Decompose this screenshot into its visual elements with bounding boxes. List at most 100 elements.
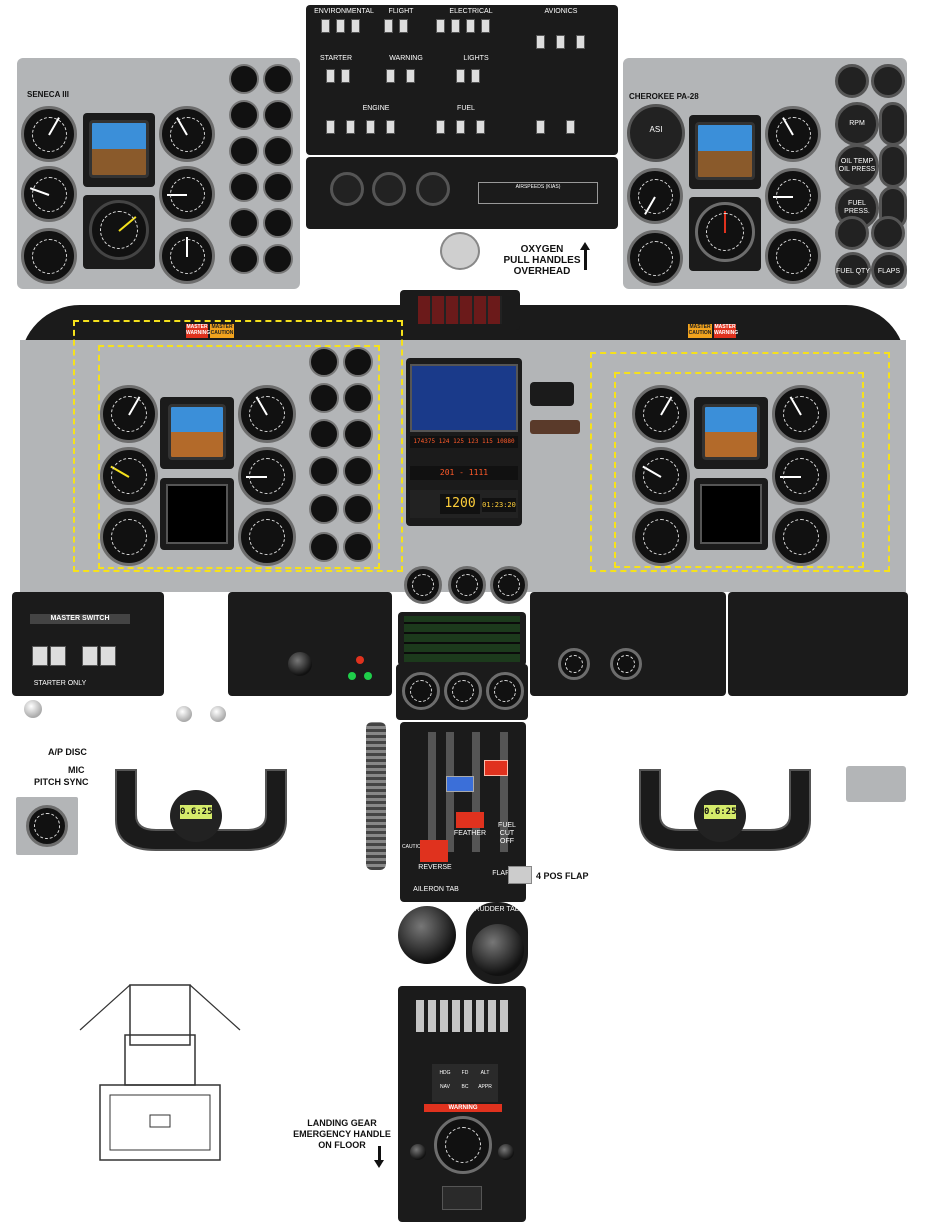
master-warning-light-right[interactable]: MASTER WARNING (714, 324, 739, 338)
left-highlight-outer (73, 320, 403, 572)
rudder-trim-knob[interactable] (472, 924, 524, 976)
overhead-switch[interactable] (576, 35, 585, 49)
overhead-switch[interactable] (556, 35, 565, 49)
overhead-switch[interactable] (456, 69, 465, 83)
overhead-gauge (416, 172, 450, 206)
ap-nav[interactable]: NAV (440, 1084, 450, 1090)
overhead-switch[interactable] (399, 19, 408, 33)
overhead-switch[interactable] (451, 19, 460, 33)
engine-gauge (309, 456, 339, 486)
overhead-switch[interactable] (536, 120, 545, 134)
fuel-gauge-left (558, 648, 590, 680)
parking-brake-knob[interactable] (24, 700, 42, 718)
flap-selector[interactable] (508, 866, 532, 884)
overhead-switch[interactable] (436, 120, 445, 134)
rmi-indicator (772, 508, 830, 566)
cherokee-gauge (871, 216, 905, 250)
engine-gauge (309, 494, 339, 524)
master-caution-light-left[interactable]: MASTER CAUTION (210, 324, 234, 338)
engine-gauge (229, 100, 259, 130)
oxygen-knob[interactable] (440, 232, 480, 270)
cabin-alt-knob[interactable] (410, 1144, 426, 1160)
ap-alt[interactable]: ALT (480, 1070, 490, 1076)
engine-gauge (309, 532, 339, 562)
left-yoke[interactable] (96, 760, 306, 860)
gear-light-green (364, 672, 372, 680)
gear-selector-knob[interactable] (288, 652, 312, 676)
cherokee-gauge (871, 64, 905, 98)
oil-label: OIL TEMP OIL PRESS (838, 158, 876, 173)
turn-indicator (627, 168, 683, 224)
reverse-label: REVERSE (418, 864, 452, 871)
overhead-switch[interactable] (326, 69, 335, 83)
overhead-switch[interactable] (366, 120, 375, 134)
overhead-switch[interactable] (384, 19, 393, 33)
warning-strip: WARNING (424, 1104, 502, 1112)
overhead-switch[interactable] (536, 35, 545, 49)
right-knob[interactable] (210, 706, 226, 722)
master-switch[interactable] (32, 646, 48, 666)
overhead-section-engine: ENGINE (362, 105, 390, 112)
left-knob[interactable] (176, 706, 192, 722)
overhead-switch[interactable] (476, 120, 485, 134)
overhead-switch[interactable] (351, 19, 360, 33)
overhead-switch[interactable] (456, 120, 465, 134)
cherokee-gauge (835, 216, 869, 250)
throttle-lever[interactable] (446, 732, 454, 852)
breaker-panel (728, 592, 908, 696)
elevator-trim-wheel[interactable] (366, 722, 386, 870)
dump-valve[interactable] (442, 1186, 482, 1210)
ap-hdg[interactable]: HDG (439, 1070, 451, 1076)
overhead-switch[interactable] (346, 120, 355, 134)
overhead-section-fuel: FUEL (457, 105, 475, 112)
reverse-handle[interactable] (420, 840, 448, 862)
cabin-rate-knob[interactable] (498, 1144, 514, 1160)
aileron-trim-knob[interactable] (398, 906, 456, 964)
feather-handle[interactable] (456, 812, 484, 828)
master-caution-light-right[interactable]: MASTER CAUTION (688, 324, 712, 338)
feather-label: FEATHER (453, 830, 487, 837)
mixture-lever[interactable] (500, 732, 508, 852)
master-switch[interactable] (100, 646, 116, 666)
overhead-switch[interactable] (566, 120, 575, 134)
altimeter (159, 106, 215, 162)
ap-button-grid[interactable] (416, 1000, 508, 1032)
aileron-tab-label: AILERON TAB (413, 886, 459, 893)
adf-indicator (159, 228, 215, 284)
annunciator-grid (404, 616, 520, 662)
overhead-switch[interactable] (341, 69, 350, 83)
turn-coordinator (632, 508, 690, 566)
ap-fd[interactable]: FD (461, 1070, 469, 1076)
overhead-switch[interactable] (466, 19, 475, 33)
hsi-display (700, 484, 762, 544)
engine-gauge (229, 244, 259, 274)
turn-coordinator (627, 230, 683, 286)
overhead-switch[interactable] (321, 19, 330, 33)
right-yoke[interactable] (620, 760, 830, 860)
overhead-switch[interactable] (471, 69, 480, 83)
throttle-handle[interactable] (446, 776, 474, 792)
overhead-switch[interactable] (386, 69, 395, 83)
master-switch[interactable] (82, 646, 98, 666)
overhead-switch[interactable] (326, 120, 335, 134)
attitude-indicator (89, 120, 149, 178)
master-switch[interactable] (50, 646, 66, 666)
ap-bc[interactable]: BC (461, 1084, 469, 1090)
rudder-tab-label: RUDDER TAB (474, 906, 520, 913)
overhead-switch[interactable] (406, 69, 415, 83)
overhead-switch[interactable] (386, 120, 395, 134)
master-warning-light-left[interactable]: MASTER WARNING (186, 324, 211, 338)
gear-light-red (356, 656, 364, 664)
overhead-switch[interactable] (436, 19, 445, 33)
prop-handle[interactable] (484, 760, 508, 776)
propeller-lever[interactable] (472, 732, 480, 852)
ap-appr[interactable]: APPR (478, 1084, 492, 1090)
throttle-lever[interactable] (428, 732, 436, 852)
overhead-switch[interactable] (336, 19, 345, 33)
rpm-label: RPM (849, 120, 865, 127)
airspeed-indicator (100, 385, 158, 443)
arrow-up-icon (584, 248, 587, 270)
starter-label: STARTER ONLY (33, 680, 87, 687)
engine-gauge (309, 419, 339, 449)
overhead-switch[interactable] (481, 19, 490, 33)
